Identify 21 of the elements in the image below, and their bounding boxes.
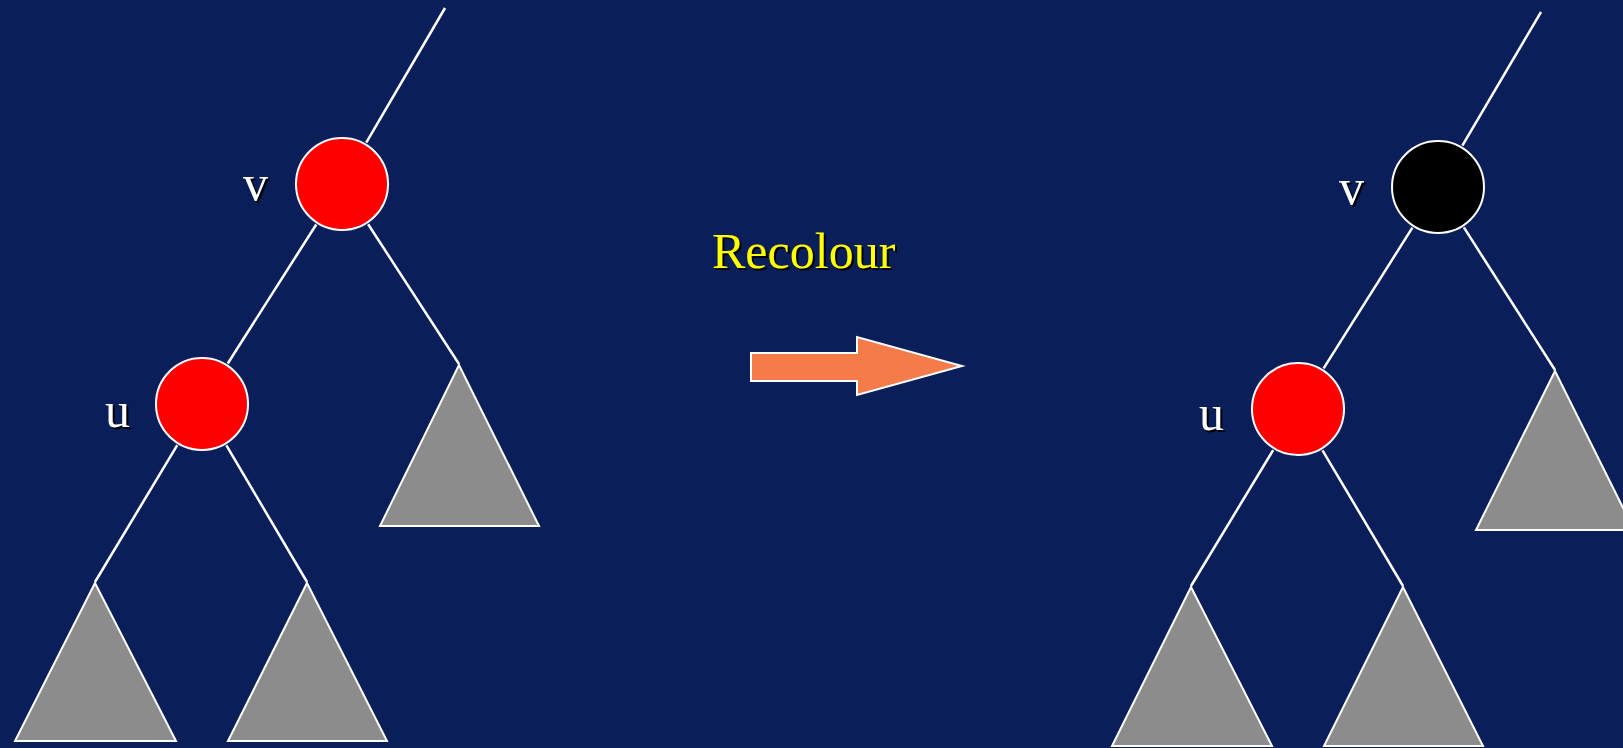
tree-edge (1189, 449, 1275, 587)
tree-edge (93, 444, 179, 583)
tree-edge (1321, 449, 1405, 587)
tree-edge (1322, 226, 1414, 370)
tree-edge (365, 7, 447, 144)
tree-edge (367, 223, 461, 365)
subtree-triangle (227, 582, 388, 742)
operation-label: Recolour (712, 226, 896, 276)
subtree-triangle (379, 364, 540, 527)
node-letter: u (105, 385, 130, 435)
tree-edge (1462, 226, 1557, 371)
node-letter: u (1199, 388, 1224, 438)
node-letter: v (243, 158, 268, 208)
subtree-triangle (1475, 370, 1623, 531)
subtree-triangle (14, 582, 177, 742)
tree-edge (226, 223, 318, 365)
subtree-triangle (1111, 586, 1273, 747)
tree-edge (225, 444, 309, 583)
tree-edge (1461, 11, 1543, 147)
node-letter: v (1339, 162, 1364, 212)
subtree-triangle (1323, 586, 1484, 747)
